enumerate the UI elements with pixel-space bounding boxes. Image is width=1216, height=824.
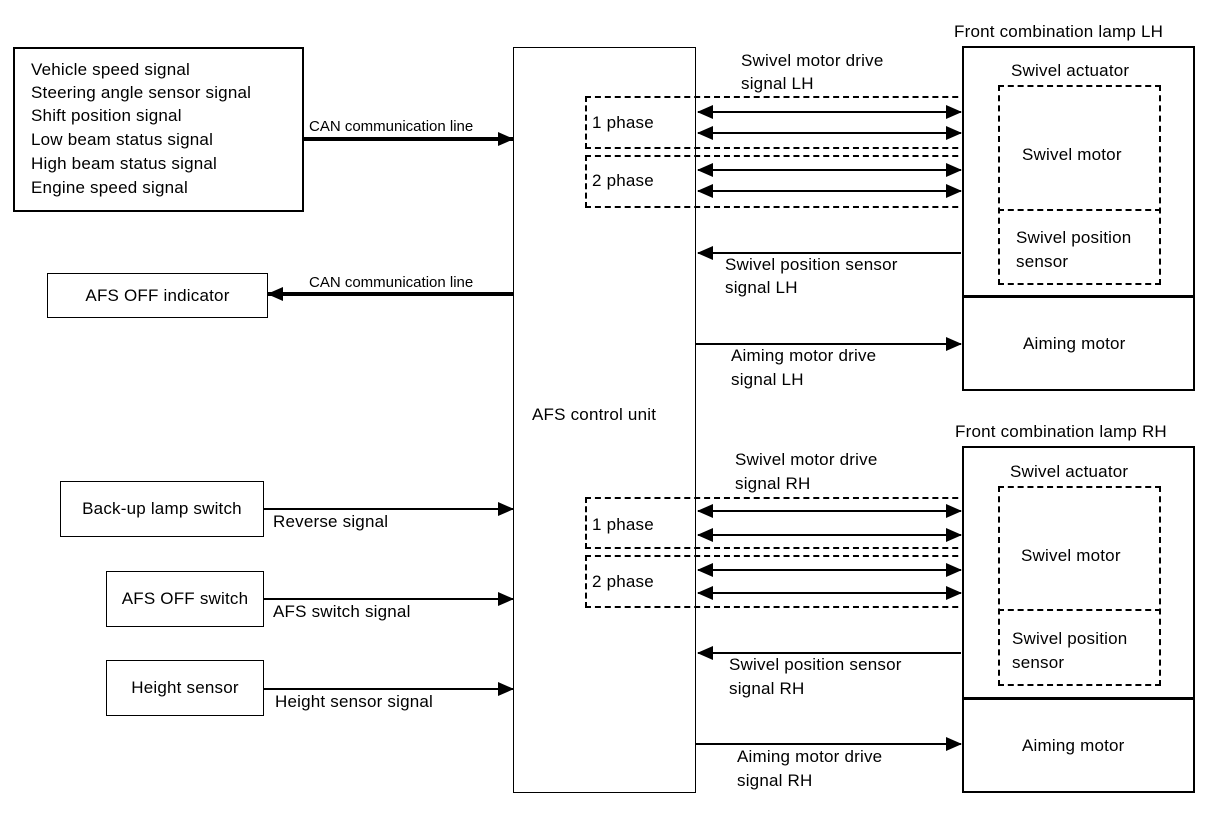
- height-sensor-signal-label: Height sensor signal: [275, 692, 434, 711]
- lh-aiming-motor: Aiming motor: [1023, 334, 1126, 353]
- signal-low-beam: Low beam status signal: [31, 130, 214, 149]
- rh-swivel-position-sensor-2: sensor: [1012, 653, 1065, 672]
- rh-position-signal-label-2: signal RH: [729, 679, 805, 698]
- height-sensor: Height sensor: [106, 660, 264, 716]
- backup-lamp-switch: Back-up lamp switch: [60, 481, 264, 537]
- signal-vehicle-speed: Vehicle speed signal: [31, 60, 191, 79]
- rh-swivel-drive-label-1: Swivel motor drive: [735, 450, 878, 469]
- rh-actuator-divider: [998, 609, 1161, 611]
- can-line-out-label: CAN communication line: [309, 274, 474, 291]
- rh-position-signal-label-1: Swivel position sensor: [729, 655, 902, 674]
- lamp-rh-title: Front combination lamp RH: [955, 422, 1167, 441]
- rh-swivel-position-sensor-1: Swivel position: [1012, 629, 1128, 648]
- signal-engine-speed: Engine speed signal: [31, 178, 188, 197]
- lh-aiming-divider: [964, 295, 1193, 298]
- lh-phase2-label: 2 phase: [592, 171, 654, 190]
- lh-swivel-drive-label-1: Swivel motor drive: [741, 51, 884, 70]
- signal-high-beam: High beam status signal: [31, 154, 218, 173]
- afs-control-unit-label: AFS control unit: [532, 405, 657, 424]
- rh-aiming-drive-label-2: signal RH: [737, 771, 813, 790]
- rh-phase2-label: 2 phase: [592, 572, 654, 591]
- front-combination-lamp-rh: Swivel actuator Swivel motor Swivel posi…: [962, 446, 1195, 793]
- lh-position-signal-label-1: Swivel position sensor: [725, 255, 898, 274]
- afs-off-indicator: AFS OFF indicator: [47, 273, 268, 318]
- lh-swivel-position-sensor-1: Swivel position: [1016, 228, 1132, 247]
- lamp-lh-title: Front combination lamp LH: [954, 22, 1164, 41]
- signal-shift-position: Shift position signal: [31, 106, 182, 125]
- rh-swivel-motor: Swivel motor: [1021, 546, 1121, 565]
- vehicle-signals-box: Vehicle speed signal Steering angle sens…: [13, 47, 304, 212]
- lh-actuator-divider: [998, 209, 1161, 211]
- front-combination-lamp-lh: Swivel actuator Swivel motor Swivel posi…: [962, 46, 1195, 391]
- reverse-signal-label: Reverse signal: [273, 512, 389, 531]
- rh-aiming-motor: Aiming motor: [1022, 736, 1125, 755]
- signal-steering-angle: Steering angle sensor signal: [31, 83, 252, 102]
- afs-control-unit: AFS control unit: [513, 47, 696, 793]
- lh-swivel-drive-label-2: signal LH: [741, 74, 814, 93]
- lh-aiming-drive-label-2: signal LH: [731, 370, 804, 389]
- lh-swivel-actuator-label: Swivel actuator: [1011, 61, 1130, 80]
- lh-swivel-motor: Swivel motor: [1022, 145, 1122, 164]
- lh-swivel-actuator: [998, 85, 1161, 285]
- can-line-in-label: CAN communication line: [309, 118, 474, 135]
- rh-aiming-divider: [964, 697, 1193, 700]
- rh-aiming-drive-label-1: Aiming motor drive: [737, 747, 883, 766]
- rh-swivel-actuator: [998, 486, 1161, 686]
- rh-swivel-actuator-label: Swivel actuator: [1010, 462, 1129, 481]
- lh-aiming-drive-label-1: Aiming motor drive: [731, 346, 877, 365]
- lh-swivel-position-sensor-2: sensor: [1016, 252, 1069, 271]
- rh-swivel-drive-label-2: signal RH: [735, 474, 811, 493]
- rh-phase1-label: 1 phase: [592, 515, 654, 534]
- afs-off-switch: AFS OFF switch: [106, 571, 264, 627]
- afs-switch-signal-label: AFS switch signal: [273, 602, 411, 621]
- lh-phase1-label: 1 phase: [592, 113, 654, 132]
- lh-position-signal-label-2: signal LH: [725, 278, 798, 297]
